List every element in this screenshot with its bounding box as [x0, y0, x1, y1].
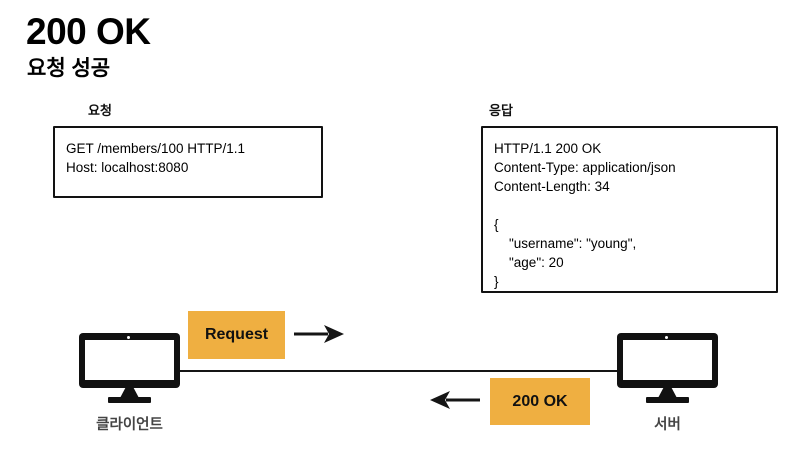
server-monitor-icon	[617, 333, 718, 405]
response-message-box: HTTP/1.1 200 OK Content-Type: applicatio…	[481, 126, 778, 293]
request-message-box: GET /members/100 HTTP/1.1 Host: localhos…	[53, 126, 323, 198]
monitor-stand-neck	[658, 388, 677, 398]
response-badge: 200 OK	[490, 378, 590, 425]
monitor-screen	[623, 340, 712, 380]
response-message-text: HTTP/1.1 200 OK Content-Type: applicatio…	[494, 141, 676, 289]
monitor-camera-dot	[127, 335, 130, 339]
page-subtitle: 요청 성공	[27, 57, 111, 80]
client-monitor-icon	[79, 333, 180, 405]
arrow-left-icon	[428, 389, 480, 411]
request-badge: Request	[188, 311, 285, 359]
monitor-screen	[85, 340, 174, 380]
page-title: 200 OK	[26, 11, 151, 52]
monitor-stand-neck	[120, 388, 139, 398]
request-message-text: GET /members/100 HTTP/1.1 Host: localhos…	[66, 141, 246, 175]
monitor-camera-dot	[665, 335, 668, 339]
monitor-stand-base	[108, 397, 151, 403]
arrow-right-icon	[294, 323, 346, 345]
client-label: 클라이언트	[96, 417, 163, 433]
network-connection-line	[131, 370, 631, 372]
monitor-stand-base	[646, 397, 689, 403]
response-caption: 응답	[489, 103, 513, 118]
server-label: 서버	[654, 417, 681, 433]
request-caption: 요청	[88, 103, 112, 118]
